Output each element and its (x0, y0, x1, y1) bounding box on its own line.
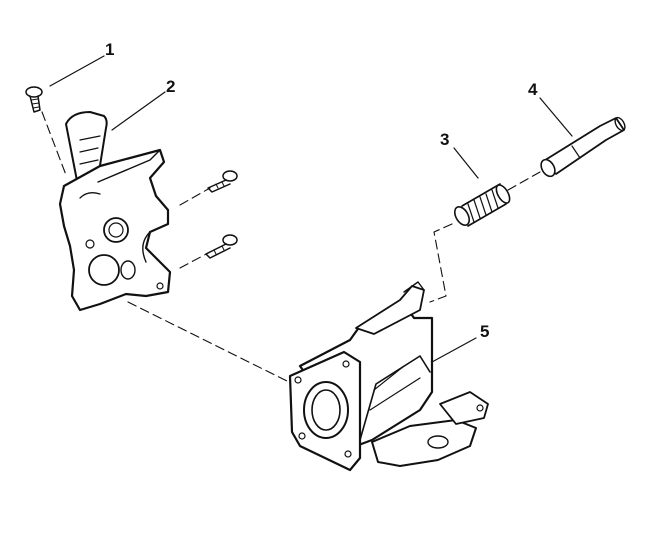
screw-part-1 (25, 86, 43, 113)
callout-5: 5 (480, 322, 490, 341)
lever-bracket-part-2 (58, 111, 172, 312)
assembly-lines (41, 111, 541, 386)
callout-3: 3 (440, 130, 450, 149)
callout-1: 1 (105, 40, 115, 59)
spring-part-3 (453, 183, 511, 227)
callout-4: 4 (528, 80, 538, 99)
plate-screws (205, 170, 238, 259)
pin-part-4 (540, 116, 626, 178)
housing-part-5 (288, 281, 489, 472)
callout-2: 2 (166, 77, 176, 96)
leader-lines (49, 55, 573, 363)
